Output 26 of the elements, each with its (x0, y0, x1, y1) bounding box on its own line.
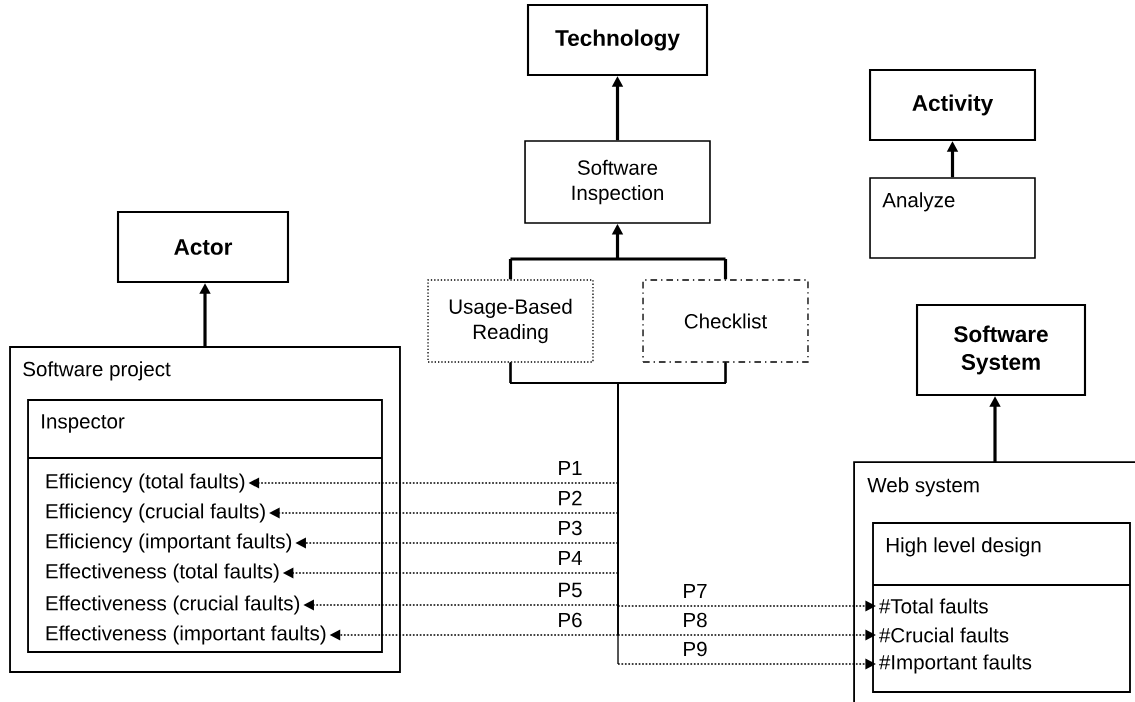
attribute-text: #Crucial faults (879, 627, 1009, 643)
activity-box: Analyze (869, 177, 1036, 259)
edge-label: P3 (556, 519, 584, 537)
edge-label: P4 (556, 549, 584, 567)
edge-label: P5 (556, 581, 584, 599)
attribute-text: Effectiveness (total faults) (46, 563, 279, 583)
attribute-text: #Important faults (879, 654, 1032, 674)
attribute-text: Efficiency (total faults) (46, 473, 245, 493)
concept-box: Actor (116, 210, 290, 284)
attribute-text: Efficiency (important faults) (46, 533, 292, 553)
edge-label: P2 (556, 489, 584, 507)
edge-label: P9 (681, 640, 709, 658)
attribute-text: #Total faults (879, 598, 988, 614)
edge-label: P7 (681, 582, 709, 600)
attribute-text: Effectiveness (crucial faults) (46, 595, 300, 615)
edge-label: P6 (556, 611, 584, 629)
edge-label: P1 (556, 459, 584, 477)
attribute-text: Effectiveness (important faults) (46, 625, 326, 645)
technique-box: Usage-Based Reading (427, 279, 594, 363)
edge-label: P8 (681, 611, 709, 629)
technique-box: Checklist (642, 279, 809, 363)
technology-box: Software Inspection (524, 140, 711, 224)
concept-box: Technology (526, 3, 709, 77)
attribute-text: Efficiency (crucial faults) (46, 503, 265, 523)
concept-box: Software System (915, 303, 1087, 397)
concept-box: Activity (868, 68, 1037, 142)
